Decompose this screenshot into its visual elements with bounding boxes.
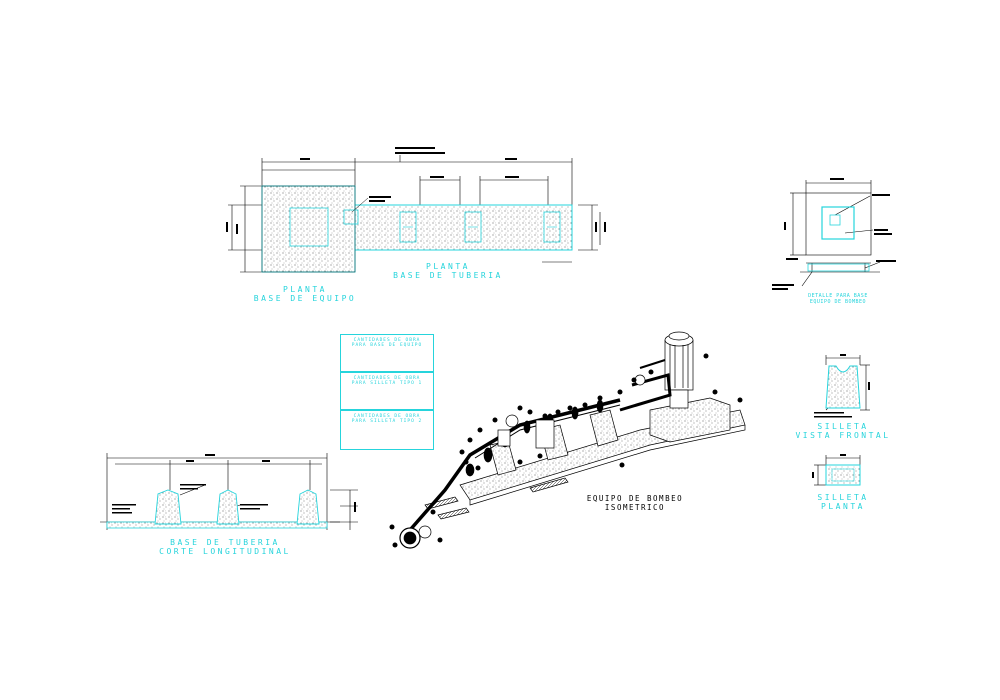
title-equipo-bombeo: EQUIPO DE BOMBEO ISOMETRICO bbox=[570, 494, 700, 512]
title-line-2: VISTA FRONTAL bbox=[795, 431, 891, 440]
table-header: CANTIDADES DE OBRA PARA SILLETA TIPO 1 bbox=[341, 373, 433, 386]
title-line-1: PLANTA bbox=[283, 285, 327, 294]
title-planta-base-tuberia: PLANTA BASE DE TUBERIA bbox=[378, 262, 518, 280]
title-line-1: PLANTA bbox=[426, 262, 470, 271]
pump-isometric bbox=[389, 331, 746, 549]
title-line-2: EQUIPO DE BOMBEO bbox=[809, 299, 867, 305]
title-line-2: PLANTA bbox=[821, 502, 865, 511]
title-line-1: EQUIPO DE BOMBEO bbox=[586, 494, 684, 503]
table-header-line-2: PARA SILLETA TIPO 2 bbox=[351, 419, 423, 424]
longitudinal-section bbox=[100, 453, 358, 530]
title-detalle-base: DETALLE PARA BASE EQUIPO DE BOMBEO bbox=[790, 293, 886, 305]
title-line-2: ISOMETRICO bbox=[604, 503, 666, 512]
table-header-line-2: PARA SILLETA TIPO 1 bbox=[351, 381, 423, 386]
table-header: CANTIDADES DE OBRA PARA BASE DE EQUIPO bbox=[341, 335, 433, 348]
title-line-2: CORTE LONGITUDINAL bbox=[159, 547, 291, 556]
quantities-table-silleta-1: CANTIDADES DE OBRA PARA SILLETA TIPO 1 bbox=[340, 372, 434, 410]
title-line-1: BASE DE TUBERIA bbox=[170, 538, 280, 547]
detail-base-view bbox=[772, 178, 896, 290]
title-line-1: SILLETA bbox=[817, 493, 869, 502]
title-line-1: SILLETA bbox=[817, 422, 869, 431]
title-silleta-planta: SILLETA PLANTA bbox=[805, 493, 881, 511]
title-line-2: BASE DE TUBERIA bbox=[393, 271, 503, 280]
table-header-line-1: CANTIDADES DE OBRA bbox=[353, 338, 421, 343]
title-line-1: DETALLE PARA BASE bbox=[808, 293, 868, 299]
title-corte-longitudinal: BASE DE TUBERIA CORTE LONGITUDINAL bbox=[140, 538, 310, 556]
title-planta-base-equipo: PLANTA BASE DE EQUIPO bbox=[240, 285, 370, 303]
saddle-plan-view bbox=[812, 454, 861, 486]
table-header-line-1: CANTIDADES DE OBRA bbox=[353, 376, 421, 381]
quantities-table-silleta-2: CANTIDADES DE OBRA PARA SILLETA TIPO 2 bbox=[340, 410, 434, 450]
plan-view-base bbox=[226, 147, 606, 273]
quantities-table-equipo: CANTIDADES DE OBRA PARA BASE DE EQUIPO bbox=[340, 334, 434, 372]
table-header: CANTIDADES DE OBRA PARA SILLETA TIPO 2 bbox=[341, 411, 433, 424]
title-silleta-frontal: SILLETA VISTA FRONTAL bbox=[790, 422, 896, 440]
table-header-line-1: CANTIDADES DE OBRA bbox=[353, 414, 421, 419]
table-header-line-2: PARA BASE DE EQUIPO bbox=[351, 343, 423, 348]
title-line-2: BASE DE EQUIPO bbox=[253, 294, 357, 303]
saddle-front-view bbox=[814, 354, 870, 418]
